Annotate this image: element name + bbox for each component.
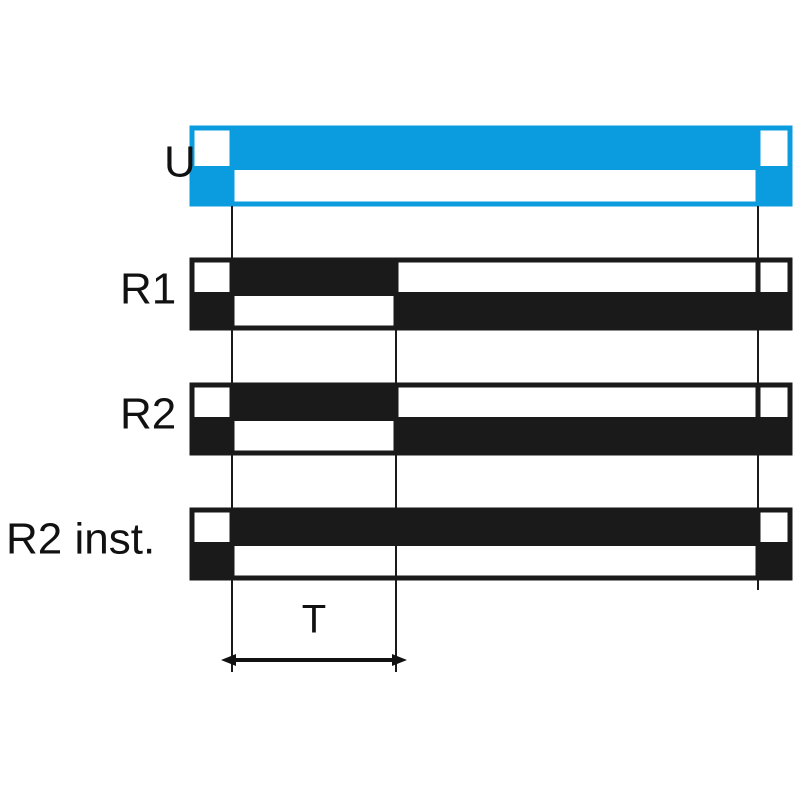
segment-high-u-1	[232, 128, 758, 168]
segment-low-r2-3	[758, 419, 790, 453]
signal-track-u	[189, 125, 793, 207]
segment-low-r2-2	[396, 419, 758, 453]
signal-tracks-group	[189, 125, 793, 581]
signal-label-r1: R1	[120, 265, 176, 314]
segment-high-r2-1	[232, 385, 396, 419]
segment-low-u-2	[758, 168, 790, 204]
segment-low-r1-0	[192, 294, 232, 328]
segment-high-r1-1	[232, 260, 396, 294]
signal-track-r1	[189, 257, 793, 331]
segment-low-r2-0	[192, 419, 232, 453]
signal-label-r2: R2	[120, 390, 176, 439]
segment-low-r1-3	[758, 294, 790, 328]
segment-low-u-0	[192, 168, 232, 204]
signal-track-r2	[189, 382, 793, 456]
segment-high-r2inst-1	[232, 510, 758, 544]
period-label: T	[302, 598, 326, 642]
segment-low-r1-2	[396, 294, 758, 328]
segment-low-r2inst-0	[192, 544, 232, 578]
segment-low-r2inst-2	[758, 544, 790, 578]
signal-label-r2inst: R2 inst.	[6, 515, 155, 564]
signal-label-u: U	[164, 138, 196, 187]
guide-lines-group	[231, 206, 759, 672]
period-dimension-group: T	[221, 598, 407, 666]
signal-track-r2inst	[189, 507, 793, 581]
